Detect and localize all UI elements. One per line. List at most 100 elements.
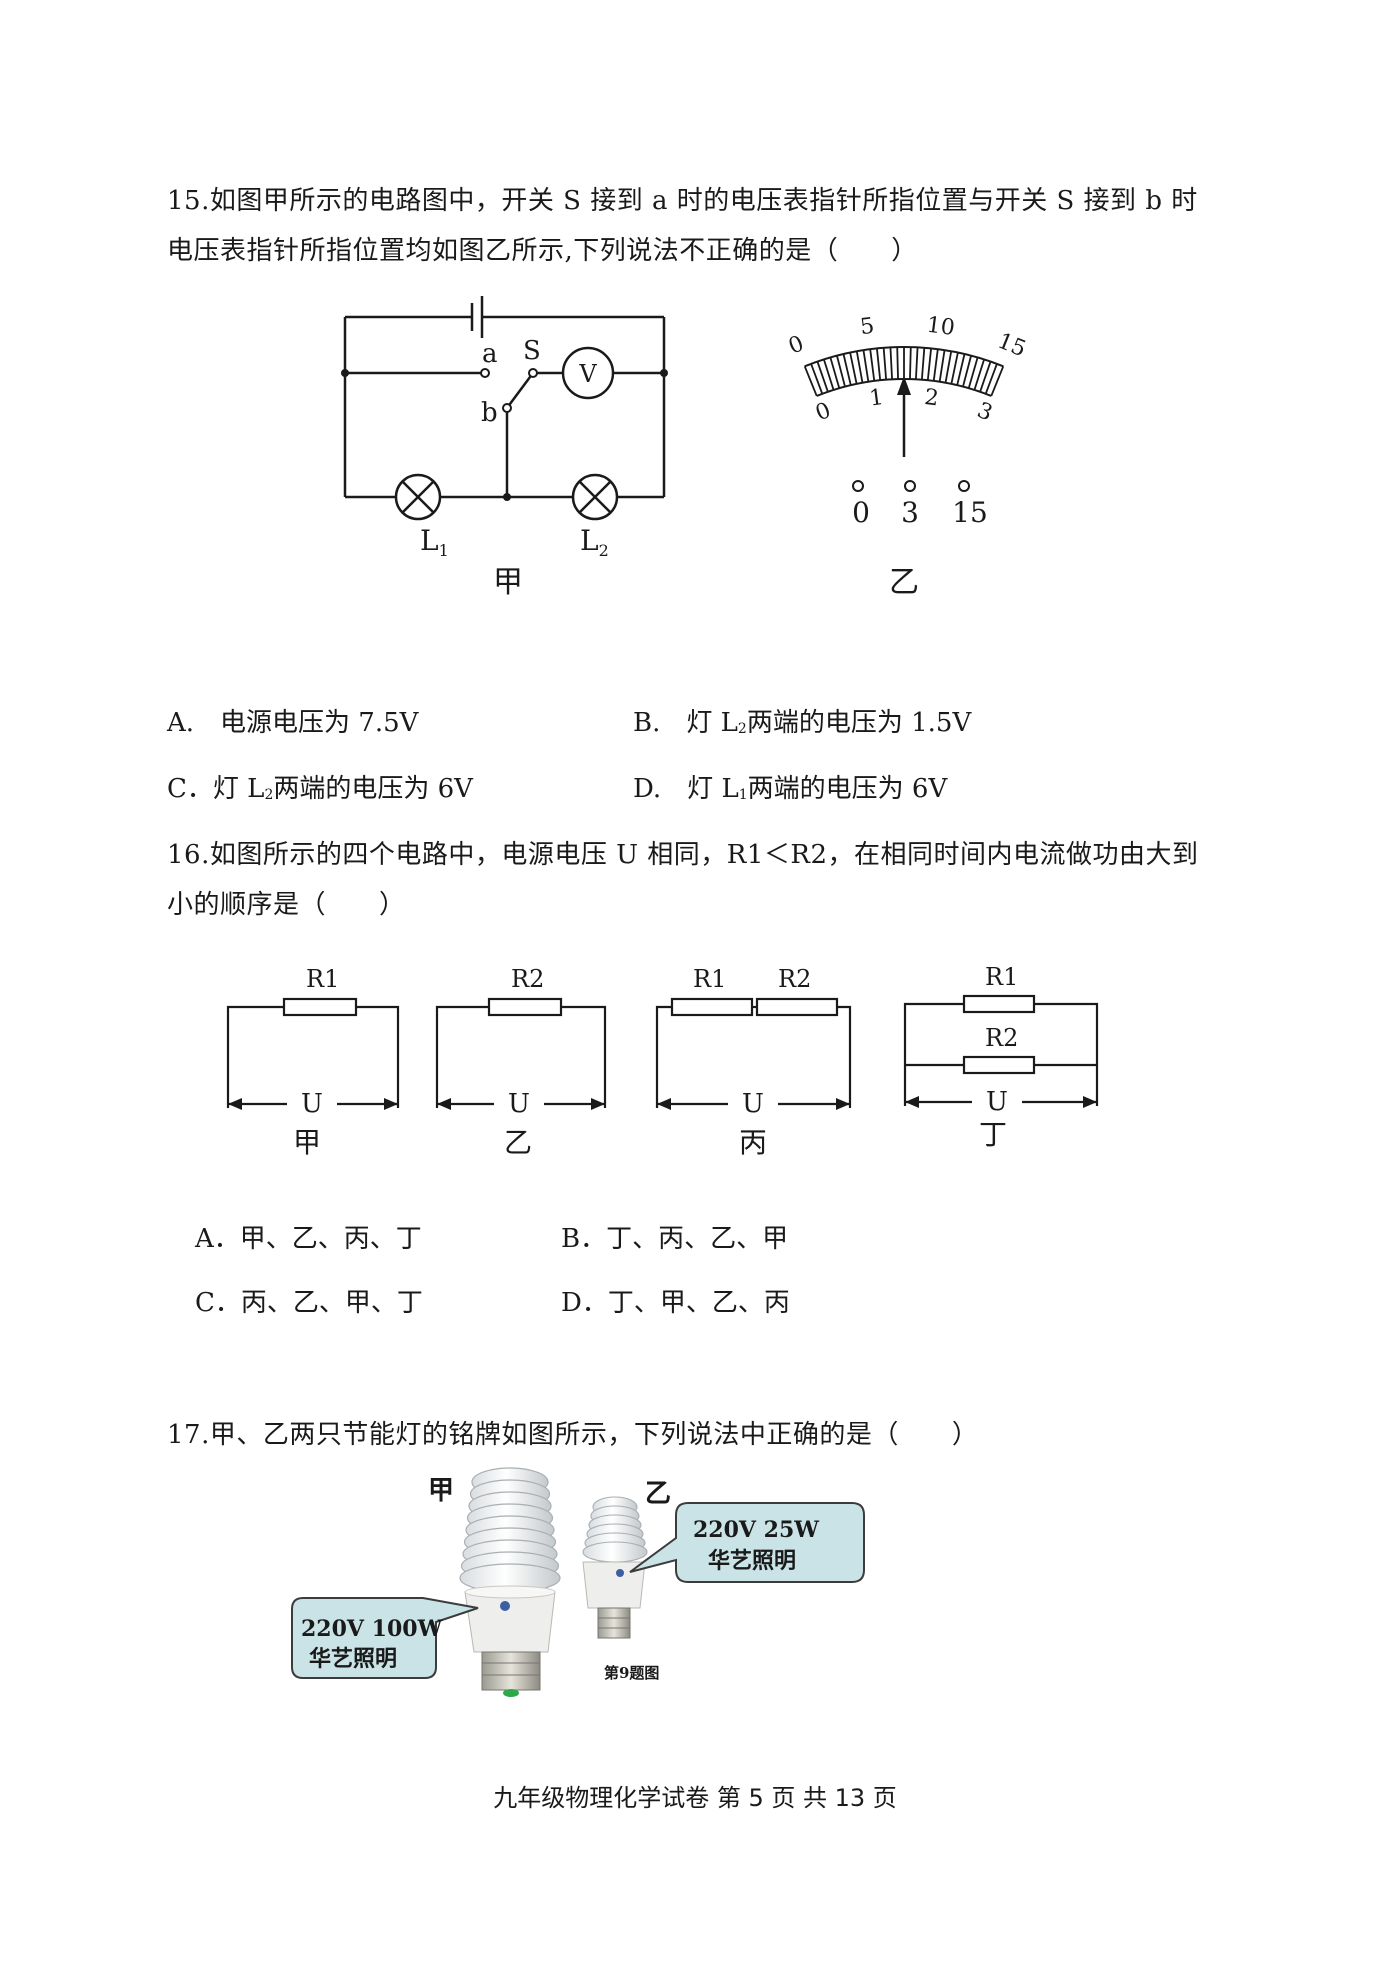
circuit-ding-r2-label: R2	[985, 1024, 1018, 1052]
plate-callout-yi	[629, 1502, 865, 1583]
circuit-bing-caption: 丙	[739, 1126, 767, 1159]
photo-label-yi: 乙	[645, 1479, 671, 1509]
q15-line2: 电压表指针所指位置均如图乙所示,下列说法不正确的是（ ）	[167, 236, 918, 266]
circuit-yi-r2-label: R2	[511, 965, 544, 993]
plate-yi-brand: 华艺照明	[708, 1548, 796, 1574]
lamp-l2-label: L2	[580, 524, 609, 560]
terminal-0	[852, 480, 864, 492]
q15-stem: 15.如图甲所示的电路图中，开关 S 接到 a 时的电压表指针所指位置与开关 S…	[167, 176, 1198, 276]
dial-tick	[962, 355, 972, 387]
q15-option-c-prefix: C．灯 L	[167, 774, 265, 804]
dial-tick	[979, 361, 992, 393]
dial-tick	[889, 347, 893, 380]
switch-s-label: S	[523, 336, 541, 366]
dial-tick	[855, 351, 864, 383]
photo-figure-label: 第9题图	[604, 1664, 659, 1682]
q17-line1: 17.甲、乙两只节能灯的铭牌如图所示，下列说法中正确的是（ ）	[167, 1420, 979, 1450]
circuit-jia-u-label: U	[301, 1089, 323, 1119]
dial-tick	[823, 359, 835, 391]
dial-scale-15-label: 10	[925, 313, 956, 341]
circuit-bing-u-label: U	[742, 1089, 764, 1119]
dial-tick	[926, 348, 932, 381]
plate-jia-brand: 华艺照明	[309, 1646, 397, 1672]
dial-tick	[869, 349, 876, 382]
q16-option-c[interactable]: C．丙、乙、甲、丁	[195, 1288, 423, 1318]
q16-line1: 16.如图所示的四个电路中，电源电压 U 相同，R1＜R2，在相同时间内电流做功…	[167, 840, 1199, 870]
needle-tip	[897, 376, 911, 395]
dial-tick	[810, 363, 824, 395]
dial-tick	[829, 357, 841, 389]
dial-tick	[984, 363, 998, 395]
dial-tick	[816, 361, 829, 393]
dial-tick	[950, 352, 959, 385]
dial-tick	[882, 347, 888, 380]
q15-option-b-suffix: 两端的电压为 1.5V	[746, 708, 972, 738]
q16-option-b[interactable]: B．丁、丙、乙、甲	[561, 1224, 789, 1254]
terminal-15	[958, 480, 970, 492]
q15-option-c-suffix: 两端的电压为 6V	[273, 774, 473, 804]
q15-line1: 15.如图甲所示的电路图中，开关 S 接到 a 时的电压表指针所指位置与开关 S…	[167, 186, 1198, 216]
dial-tick	[849, 352, 858, 385]
bulb-coil-turn	[582, 1541, 648, 1563]
dial-tick	[862, 349, 870, 382]
q15-option-c[interactable]: C．灯 L2两端的电压为 6V	[167, 771, 473, 813]
dial-tick	[956, 353, 966, 386]
dial-scale-15-label: 5	[859, 314, 876, 341]
dial-tick	[803, 365, 818, 397]
dial-tick	[938, 349, 946, 382]
terminal-3-label: 3	[901, 496, 919, 529]
terminal-b-label: b	[481, 398, 498, 428]
meter-caption-yi: 乙	[889, 565, 919, 600]
dial-scale-3-label: 1	[868, 385, 885, 412]
circuit-bing-r2-label: R2	[778, 965, 811, 993]
terminal-3	[904, 480, 916, 492]
circuit-ding-r1-label: R1	[985, 963, 1018, 991]
page-footer: 九年级物理化学试卷 第 5 页 共 13 页	[493, 1784, 897, 1812]
dial-tick	[920, 347, 926, 380]
q15-option-d[interactable]: D. 灯 L1两端的电压为 6V	[633, 771, 947, 813]
terminal-15-label: 15	[952, 496, 988, 529]
q16-stem: 16.如图所示的四个电路中，电源电压 U 相同，R1＜R2，在相同时间内电流做功…	[167, 830, 1199, 930]
dial-tick	[973, 359, 985, 391]
dial-tick	[896, 347, 899, 380]
plate-jia-rating: 220V 100W	[301, 1616, 443, 1642]
terminal-0-label: 0	[852, 496, 870, 529]
q15-option-d-sub: 1	[738, 787, 748, 803]
terminal-a-label: a	[482, 339, 498, 369]
circuit-ding-u-label: U	[986, 1087, 1008, 1117]
q15-option-b[interactable]: B. 灯 L2两端的电压为 1.5V	[633, 705, 971, 747]
bulb-yi	[582, 1496, 648, 1639]
q15-option-a[interactable]: A. 电源电压为 7.5V	[167, 708, 419, 738]
dial-tick	[836, 355, 846, 387]
lamp-l1-label: L1	[420, 524, 449, 560]
plate-callout-jia	[291, 1597, 479, 1679]
circuit-bing-r1-label: R1	[693, 965, 726, 993]
circuit-yi-caption: 乙	[504, 1126, 532, 1159]
q16-option-d[interactable]: D．丁、甲、乙、丙	[561, 1288, 790, 1318]
q15-option-d-prefix: D. 灯 L	[633, 774, 739, 804]
circuit-jia-r1-label: R1	[306, 965, 339, 993]
dial-scale-3-label: 2	[923, 385, 940, 412]
q15-option-c-sub: 2	[264, 787, 274, 803]
q16-line2: 小的顺序是（ ）	[167, 890, 406, 920]
dial-tick	[842, 353, 852, 386]
q15-option-d-suffix: 两端的电压为 6V	[747, 774, 948, 804]
circuit-yi-u-label: U	[508, 1089, 530, 1119]
dial-tick	[909, 347, 912, 380]
dial-tick	[876, 348, 882, 381]
q16-option-a[interactable]: A．甲、乙、丙、丁	[195, 1224, 422, 1254]
q15-option-b-sub: 2	[737, 721, 747, 737]
circuit-jia-caption: 甲	[293, 1126, 321, 1159]
voltmeter-symbol: V	[578, 360, 597, 388]
dial-tick	[967, 357, 979, 389]
photo-label-jia: 甲	[428, 1476, 454, 1506]
circuit-ding-caption: 丁	[979, 1118, 1007, 1151]
dial-tick	[932, 349, 939, 382]
dial-tick	[990, 365, 1005, 397]
q17-stem: 17.甲、乙两只节能灯的铭牌如图所示，下列说法中正确的是（ ）	[167, 1410, 978, 1460]
circuit-caption-jia: 甲	[493, 565, 523, 600]
